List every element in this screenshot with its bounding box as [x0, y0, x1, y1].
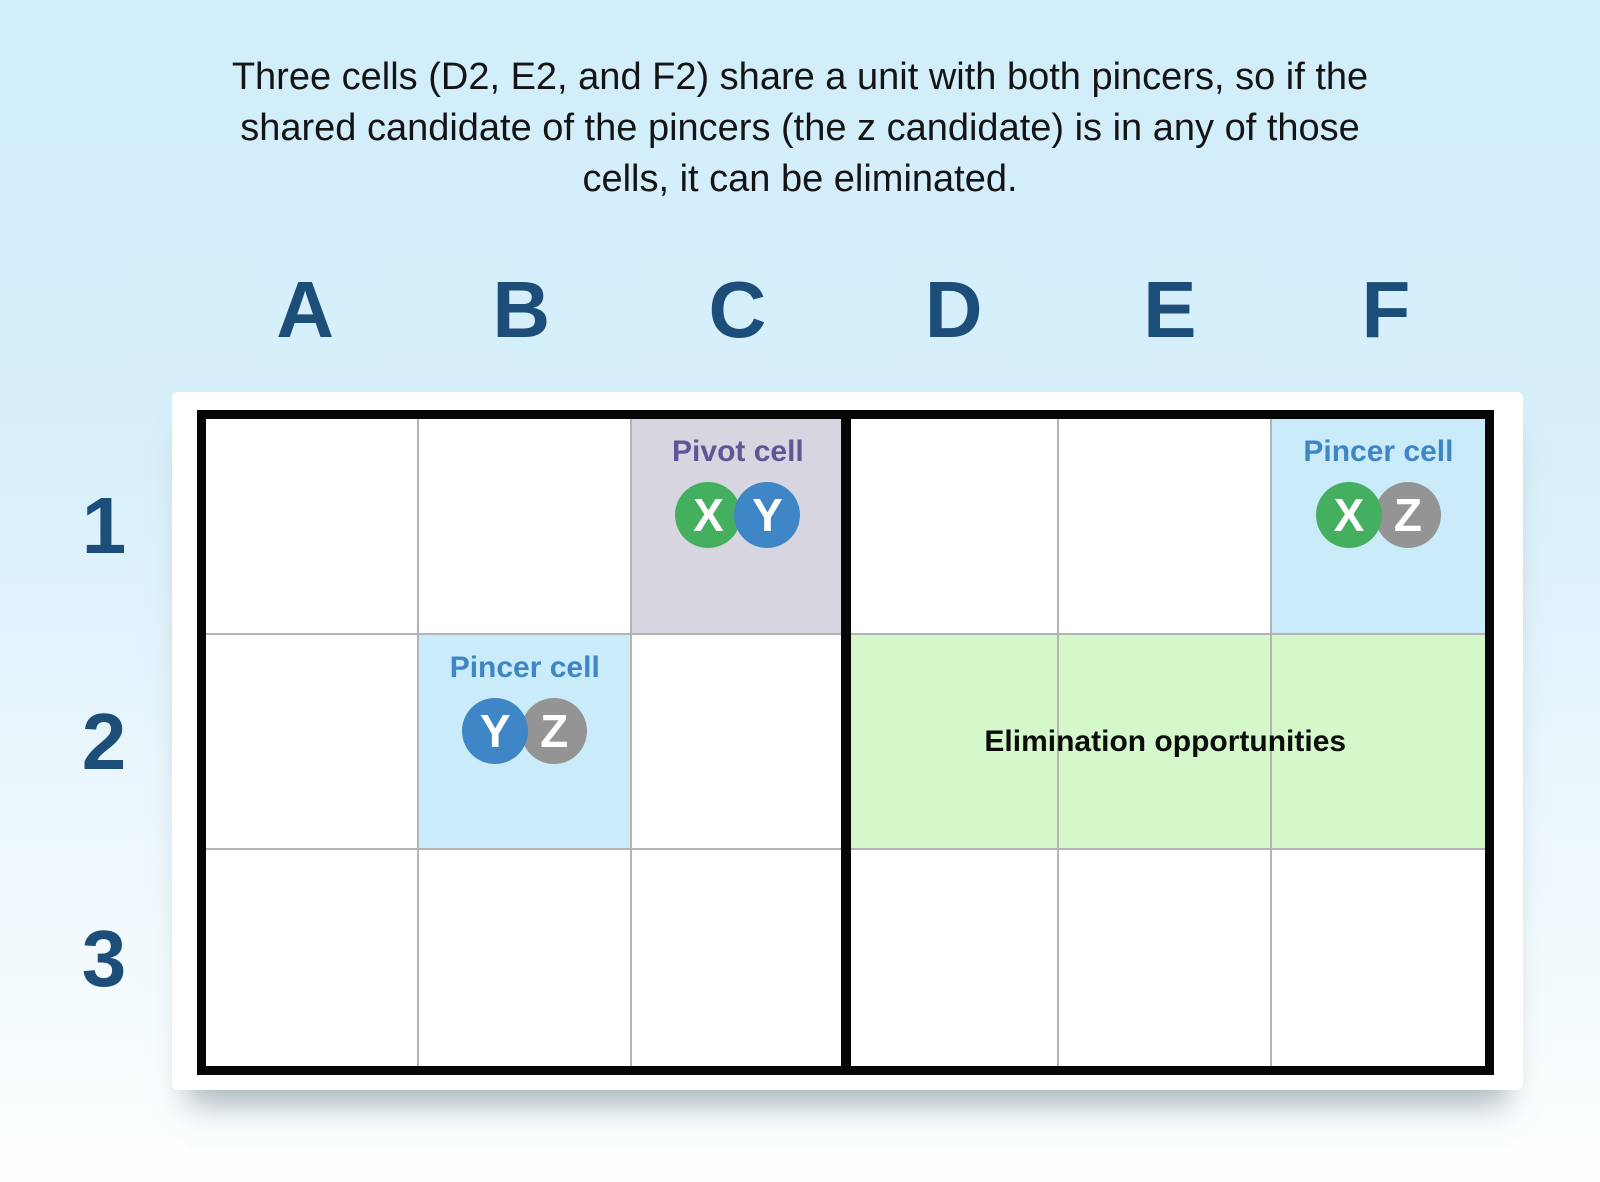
cell-d3	[845, 850, 1059, 1066]
pivot-cell-content: Pivot cell X Y	[632, 419, 843, 633]
cell-d1	[845, 419, 1059, 635]
pincer-f1-candidates: X Z	[1315, 482, 1441, 548]
grid: Pivot cell X Y Pincer cell X Z Pincer c	[197, 410, 1494, 1075]
cell-f1-pincer: Pincer cell X Z	[1271, 419, 1485, 635]
candidate-z-chip: Z	[521, 697, 588, 764]
pincer-b2-candidates: Y Z	[462, 697, 588, 764]
cell-c2	[632, 634, 846, 851]
pincer-f1-content: Pincer cell X Z	[1272, 419, 1485, 633]
column-header-b: B	[492, 265, 551, 354]
caption-line-1: Three cells (D2, E2, and F2) share a uni…	[231, 56, 1369, 98]
pivot-candidates: X Y	[675, 482, 801, 548]
pincer-cell-label: Pincer cell	[449, 650, 600, 684]
cell-f2-elimination	[1271, 634, 1485, 851]
candidate-y-chip: Y	[462, 697, 529, 764]
cell-d2-elimination	[845, 634, 1059, 851]
candidate-y-chip: Y	[734, 482, 801, 548]
cell-f3	[1271, 850, 1485, 1066]
cell-b2-pincer: Pincer cell Y Z	[419, 634, 633, 851]
cell-a1	[206, 419, 420, 635]
pincer-cell-label: Pincer cell	[1303, 435, 1454, 468]
cell-c3	[632, 850, 846, 1066]
cell-a2	[206, 634, 420, 851]
candidate-x-chip: X	[675, 482, 742, 548]
column-header-c: C	[708, 265, 767, 354]
column-header-a: A	[276, 265, 334, 354]
cell-e1	[1058, 419, 1272, 635]
caption-line-2: shared candidate of the pincers (the z c…	[240, 107, 1360, 149]
pivot-cell-label: Pivot cell	[672, 435, 804, 468]
column-header-f: F	[1361, 265, 1411, 354]
cell-a3	[206, 850, 420, 1066]
cell-b3	[419, 850, 633, 1066]
cell-b1	[419, 419, 633, 635]
caption: Three cells (D2, E2, and F2) share a uni…	[0, 52, 1600, 205]
row-header-1: 1	[81, 481, 127, 570]
row-header-3: 3	[81, 914, 127, 1003]
cell-e3	[1058, 850, 1272, 1066]
column-headers: A B C D E F	[197, 262, 1494, 358]
column-header-d: D	[924, 265, 983, 354]
cell-e2-elimination	[1058, 634, 1272, 851]
row-header-2: 2	[81, 697, 127, 786]
cell-c1-pivot: Pivot cell X Y	[632, 419, 846, 635]
elimination-label: Elimination opportunities	[984, 725, 1347, 759]
column-header-e: E	[1143, 265, 1197, 354]
candidate-z-chip: Z	[1374, 482, 1441, 548]
caption-line-3: cells, it can be eliminated.	[582, 158, 1018, 200]
candidate-x-chip: X	[1315, 482, 1382, 548]
pincer-b2-content: Pincer cell Y Z	[419, 635, 630, 849]
box-divider	[840, 410, 851, 1075]
